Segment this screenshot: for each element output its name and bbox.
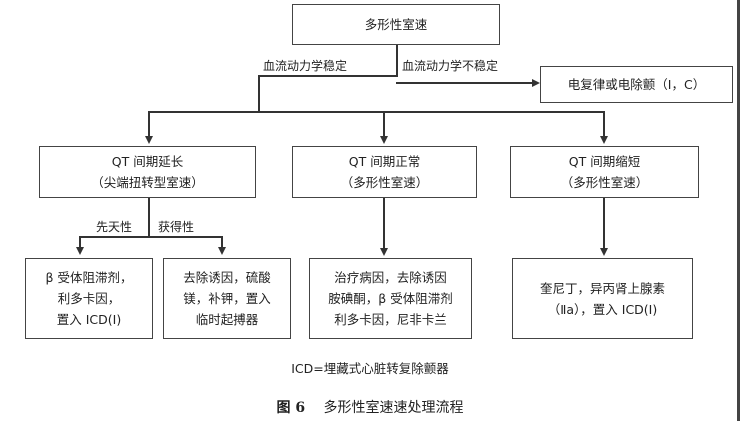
arrow-to-qt-short [600, 136, 608, 144]
node-qt-short: QT 间期缩短 （多形性室速） [510, 146, 699, 198]
node-short-line1: 奎尼丁，异丙肾上腺素 [539, 280, 665, 296]
node-short-line2: （Ⅱa），置入 ICD(Ⅰ) [547, 301, 658, 317]
node-qt-prolonged-line1: QT 间期延长 [111, 154, 184, 169]
node-qt-normal-line2: （多形性室速） [340, 175, 429, 190]
figure-number: 图 6 [276, 400, 306, 416]
connector-unstable-bar [396, 82, 533, 84]
node-acquired-line1: 去除诱因，硫酸 [183, 270, 271, 285]
node-short-treatment: 奎尼丁，异丙肾上腺素 （Ⅱa），置入 ICD(Ⅰ) [512, 258, 693, 339]
label-hemodynamic-unstable: 血流动力学不稳定 [402, 59, 499, 73]
arrow-to-normal-treatment [380, 248, 388, 256]
connector-stable-down [258, 75, 260, 111]
node-qt-short-line1: QT 间期缩短 [568, 154, 641, 169]
node-normal-line3: 利多卡因，尼非卡兰 [334, 312, 447, 327]
connector-stable-bar [258, 75, 398, 77]
figure-caption: 图 6 多形性室速速处理流程 [0, 397, 740, 417]
node-cardioversion-text: 电复律或电除颤（Ⅰ，C） [567, 77, 706, 92]
node-congenital-line3: 置入 ICD(Ⅰ) [56, 312, 122, 327]
node-acquired-treatment: 去除诱因，硫酸 镁，补钾，置入 临时起搏器 [163, 258, 291, 339]
node-qt-prolonged-line2: （尖端扭转型室速） [91, 175, 204, 190]
arrow-to-qt-normal [380, 136, 388, 144]
connector-subtype-bar [79, 236, 223, 238]
connector-to-qt-short [603, 111, 605, 136]
node-normal-treatment: 治疗病因，去除诱因 胺碘酮，β 受体阻滞剂 利多卡因，尼非卡兰 [309, 258, 472, 339]
node-congenital-treatment: β 受体阻滞剂， 利多卡因， 置入 ICD(Ⅰ) [25, 258, 153, 339]
node-cardioversion: 电复律或电除颤（Ⅰ，C） [540, 66, 733, 103]
node-qt-short-line2: （多形性室速） [560, 175, 649, 190]
node-congenital-line1: β 受体阻滞剂， [45, 270, 133, 285]
node-polymorphic-vt: 多形性室速 [292, 4, 500, 45]
node-acquired-line3: 临时起搏器 [195, 312, 259, 327]
label-hemodynamic-stable: 血流动力学稳定 [263, 59, 348, 73]
arrow-to-qt-long [145, 136, 153, 144]
label-acquired: 获得性 [158, 220, 195, 234]
connector-to-congenital [79, 236, 81, 248]
connector-root-down [396, 45, 398, 75]
connector-to-acquired [221, 236, 223, 248]
node-qt-normal: QT 间期正常 （多形性室速） [292, 146, 477, 198]
connector-qt-short-down [603, 198, 605, 249]
connector-branch-bar [148, 111, 604, 113]
arrow-to-short-treatment [600, 248, 608, 256]
node-acquired-line2: 镁，补钾，置入 [183, 291, 271, 306]
node-normal-line2: 胺碘酮，β 受体阻滞剂 [328, 291, 453, 306]
arrow-to-acquired [218, 247, 226, 255]
label-congenital: 先天性 [96, 220, 133, 234]
connector-qt-normal-down [383, 198, 385, 249]
connector-to-qt-normal [383, 111, 385, 136]
page-edge-bar [737, 0, 740, 421]
node-normal-line1: 治疗病因，去除诱因 [334, 270, 447, 285]
node-qt-normal-line1: QT 间期正常 [348, 154, 421, 169]
node-congenital-line2: 利多卡因， [57, 291, 121, 306]
node-polymorphic-vt-text: 多形性室速 [364, 17, 428, 32]
node-qt-prolonged: QT 间期延长 （尖端扭转型室速） [39, 146, 256, 198]
arrow-to-cardioversion [532, 79, 540, 87]
figure-title: 多形性室速速处理流程 [323, 400, 464, 416]
connector-qt-long-down [148, 198, 150, 236]
connector-to-qt-long [148, 111, 150, 136]
arrow-to-congenital [76, 247, 84, 255]
footnote-icd: ICD=埋藏式心脏转复除颤器 [291, 361, 449, 376]
